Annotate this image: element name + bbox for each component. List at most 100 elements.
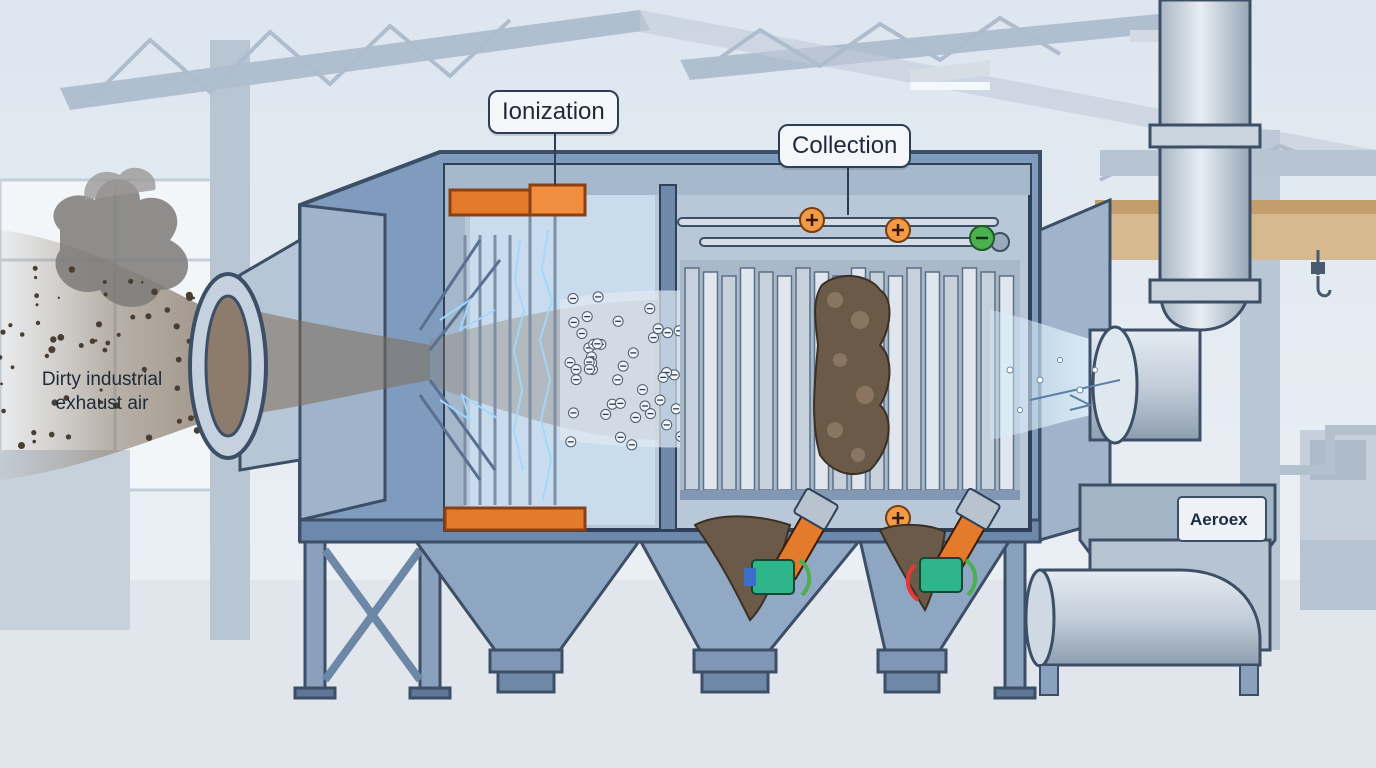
negative-ion-particle (662, 327, 674, 339)
negative-ion-particle (606, 398, 618, 410)
inlet-description-line-2: exhaust air (55, 393, 149, 414)
dust-particle (31, 430, 37, 436)
negative-ion-particle (570, 364, 582, 375)
dust-particle (103, 292, 108, 297)
rapper-hammer (744, 487, 839, 597)
collector-plate (795, 267, 811, 491)
dust-particle (89, 338, 96, 345)
negative-ion-particle (648, 332, 659, 344)
dust-particle (141, 366, 147, 372)
collector-plate (702, 271, 719, 491)
collector-plate (924, 271, 941, 491)
dust-particle (102, 347, 108, 353)
negative-ion-particle (567, 293, 579, 304)
dust-particle (8, 323, 13, 328)
negative-ion-particle (568, 316, 580, 328)
negative-ion-particle (614, 397, 626, 409)
negative-ion-particle (630, 412, 642, 423)
electrode-rods (677, 217, 1010, 252)
dust-particle (131, 377, 135, 381)
inlet-description-line-1: Dirty industrial (41, 369, 163, 390)
collector-plate (776, 275, 793, 491)
negative-ion-particle (627, 347, 639, 359)
clean-air-outlet (990, 0, 1262, 542)
dust-particle (34, 275, 38, 280)
dust-particle (34, 293, 39, 299)
negative-ion-particle (581, 311, 593, 323)
dust-particle (94, 339, 98, 342)
negative-ion-particle (576, 328, 588, 339)
dust-particle (57, 296, 60, 299)
dust-particle (78, 343, 84, 348)
collector-plate (739, 267, 756, 491)
dust-particle (65, 434, 72, 440)
negative-ion-particle (657, 371, 669, 383)
dust-particle (185, 291, 193, 299)
dust-particle (50, 336, 57, 343)
dust-particle (116, 332, 121, 337)
dust-particle (57, 334, 65, 341)
negative-ion-particle (570, 374, 582, 386)
negative-ion-particle (600, 408, 612, 420)
collector-plate (887, 275, 904, 491)
dust-particle (0, 355, 3, 360)
hook-icon (1311, 250, 1332, 298)
dust-particle (63, 395, 70, 401)
dust-particle (18, 442, 25, 449)
plus-sign-icon (799, 207, 825, 233)
dust-particle (151, 288, 158, 296)
dust-particle (128, 278, 134, 284)
collection-label: Collection (778, 124, 912, 168)
collector-plate (758, 271, 774, 491)
dust-particle (48, 431, 55, 438)
dust-particle (175, 356, 182, 363)
inlet-ring (188, 272, 268, 460)
dirty-exhaust-cloud (0, 167, 431, 480)
dust-particle (98, 400, 102, 404)
negative-ion-particle (626, 439, 638, 451)
inlet-description: Dirty industrial exhaust air (12, 368, 192, 416)
dust-particle (95, 321, 103, 328)
dust-particle (10, 365, 15, 370)
collector-plate (906, 267, 922, 491)
negative-ion-particle (612, 315, 624, 327)
negative-ion-particle (615, 431, 626, 443)
negative-ion-particle (661, 419, 673, 431)
dust-particle (102, 280, 107, 284)
ionization-label: Ionization (488, 90, 619, 134)
collector-plate (721, 275, 737, 491)
plus-sign-icon (885, 217, 911, 243)
dust-particle (68, 266, 76, 273)
negative-ion-particle (565, 436, 577, 448)
dust-particle (35, 303, 39, 307)
minus-sign-icon (969, 225, 995, 251)
dust-particle (145, 434, 153, 441)
negative-ion-particle (654, 394, 666, 406)
dust-particle (32, 265, 38, 271)
negative-ion-particle (592, 291, 604, 303)
negative-ion-particle (591, 338, 603, 350)
dust-particle (176, 418, 182, 424)
dust-particle (0, 382, 3, 386)
dust-particle (44, 353, 50, 359)
dust-particle (1, 408, 6, 414)
dust-particle (32, 439, 36, 444)
rapper-hammer (905, 487, 1001, 602)
dust-particle (188, 415, 194, 422)
collector-plate (684, 267, 700, 491)
dust-particle (130, 314, 136, 320)
dust-particle (48, 346, 56, 354)
collection-plates (680, 260, 1020, 500)
negative-ion-particle (652, 323, 664, 335)
dust-particle (113, 402, 120, 409)
dust-particle (164, 307, 171, 313)
brand-logo: Aeroex (1190, 510, 1248, 529)
dust-particle (99, 388, 103, 392)
dust-particle (19, 332, 25, 337)
negative-ion-particle (645, 408, 656, 420)
negative-ion-particle (639, 400, 651, 412)
support-frame (293, 533, 1037, 700)
dust-particle (145, 313, 152, 320)
